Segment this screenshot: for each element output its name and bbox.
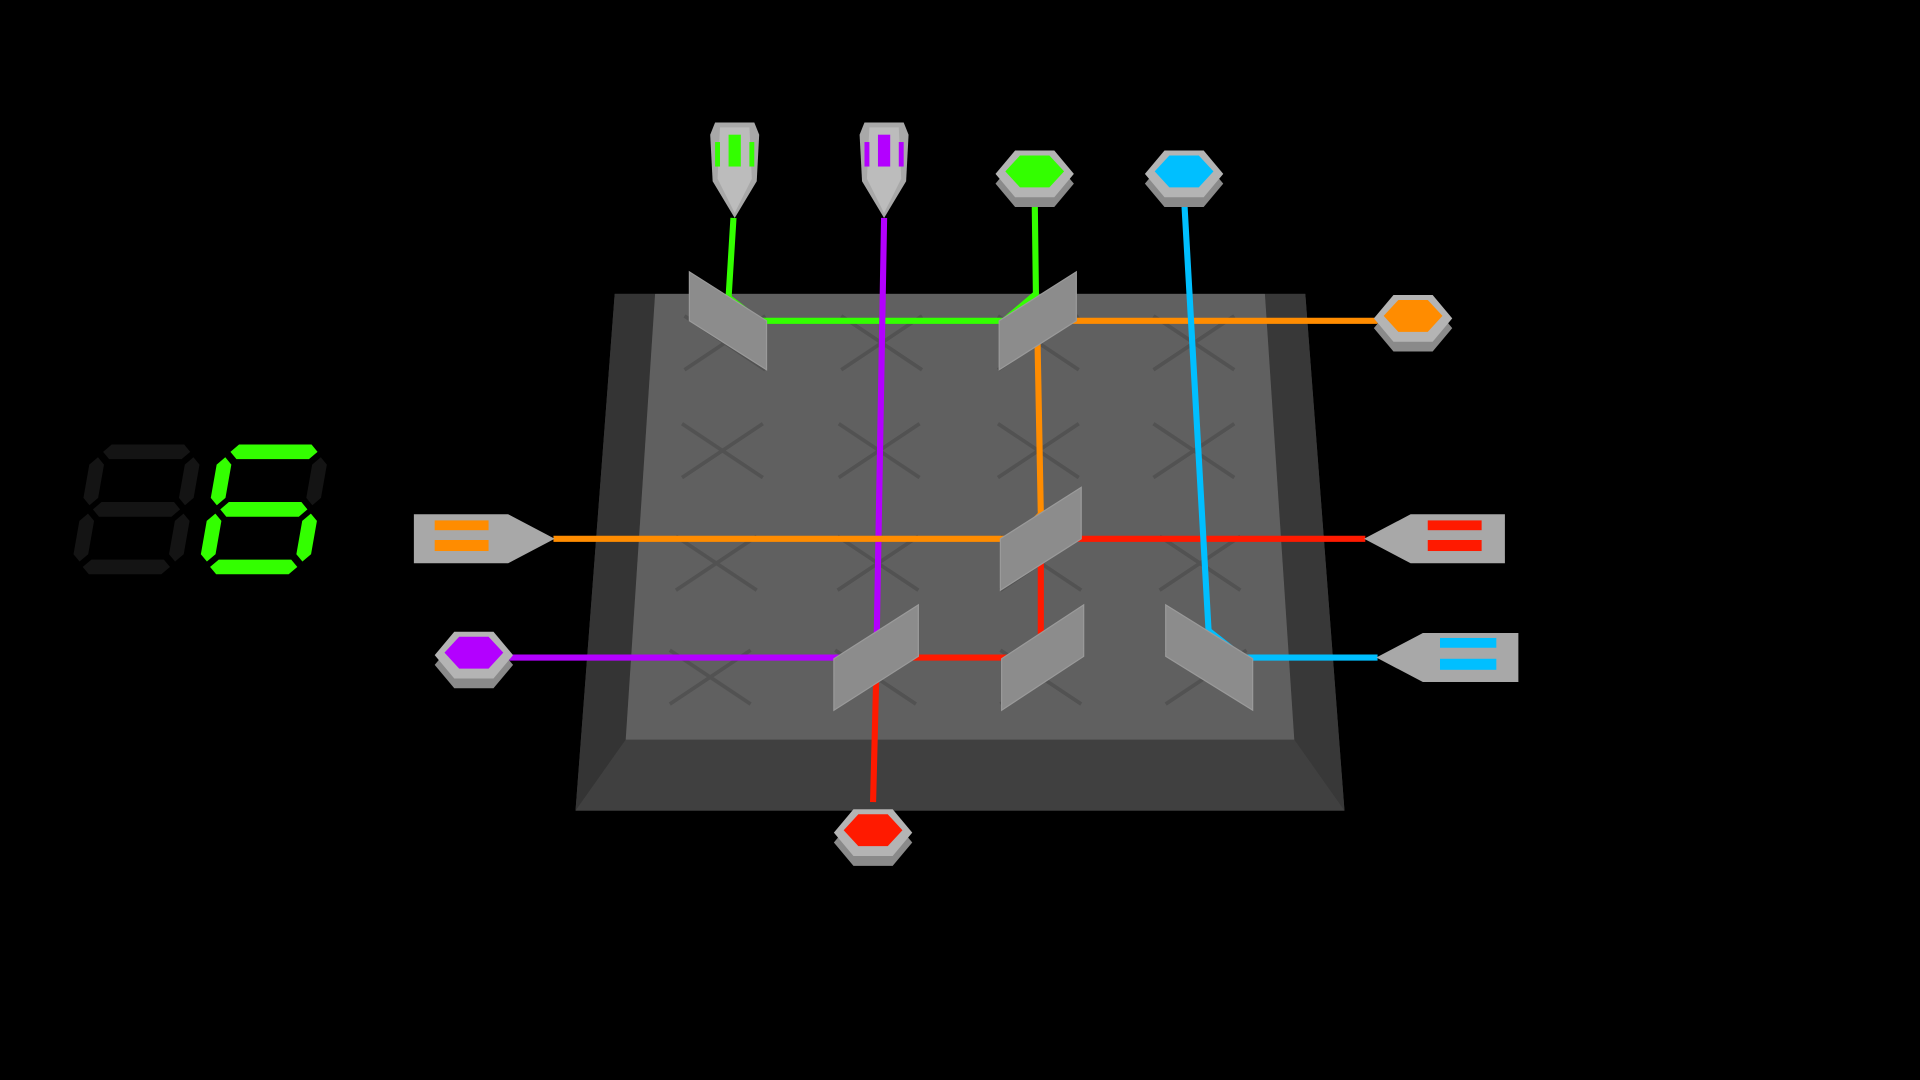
emitter-cyan-right[interactable] bbox=[1376, 633, 1519, 683]
grid-cell[interactable] bbox=[1152, 422, 1236, 480]
grid-cell[interactable] bbox=[681, 422, 764, 480]
receiver-green bbox=[995, 150, 1074, 208]
segment-g bbox=[216, 499, 311, 520]
segment-e bbox=[198, 510, 225, 565]
score-digit bbox=[198, 442, 330, 577]
grid-cell[interactable] bbox=[1158, 534, 1242, 592]
segment-g bbox=[89, 499, 184, 520]
mirror[interactable] bbox=[1165, 603, 1254, 712]
emitter-purple-top[interactable] bbox=[859, 122, 909, 218]
segment-b bbox=[303, 453, 330, 509]
receiver-red bbox=[833, 809, 913, 866]
segment-a bbox=[99, 442, 194, 462]
segment-f bbox=[208, 453, 234, 509]
segment-d bbox=[79, 557, 174, 577]
receiver-purple bbox=[434, 631, 514, 689]
mirror[interactable] bbox=[688, 270, 768, 371]
board-bevel-right bbox=[1264, 293, 1345, 811]
receiver-cyan bbox=[1144, 150, 1224, 208]
segment-f bbox=[80, 453, 107, 509]
emitter-green-top[interactable] bbox=[710, 122, 760, 218]
score-display bbox=[70, 442, 330, 577]
emitter-orange-left[interactable] bbox=[413, 514, 555, 564]
board-inner bbox=[625, 293, 1295, 740]
segment-c bbox=[293, 510, 320, 565]
board-bevel-bottom bbox=[575, 739, 1345, 811]
mirror[interactable] bbox=[998, 270, 1077, 371]
emitter-red-right[interactable] bbox=[1364, 514, 1505, 564]
segment-d bbox=[206, 557, 301, 577]
grid-cell[interactable] bbox=[674, 534, 758, 592]
score-digit bbox=[70, 442, 203, 577]
mirror[interactable] bbox=[1001, 603, 1085, 712]
segment-a bbox=[226, 442, 322, 462]
board-bevel-left bbox=[575, 293, 656, 811]
board bbox=[575, 293, 1345, 811]
mirror[interactable] bbox=[833, 603, 919, 712]
receiver-orange bbox=[1373, 294, 1453, 352]
mirror[interactable] bbox=[999, 486, 1082, 592]
segment-c bbox=[166, 510, 193, 565]
segment-b bbox=[176, 453, 203, 509]
segment-e bbox=[70, 510, 97, 565]
